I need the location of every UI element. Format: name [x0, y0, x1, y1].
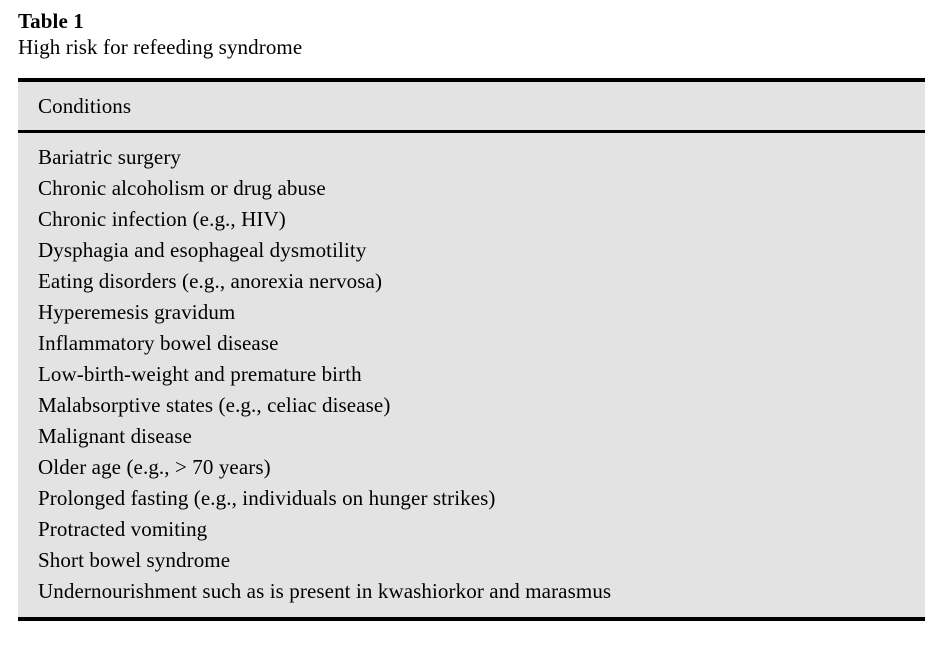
table-row: Malignant disease: [38, 424, 192, 448]
conditions-table: Conditions Bariatric surgery Chronic alc…: [18, 78, 925, 621]
table-row: Hyperemesis gravidum: [38, 300, 236, 324]
table-row: Low-birth-weight and premature birth: [38, 362, 362, 386]
table-row: Bariatric surgery: [38, 145, 182, 169]
table-caption-label: Table 1: [18, 9, 84, 33]
table-caption-title: High risk for refeeding syndrome: [18, 35, 303, 59]
column-header-conditions: Conditions: [38, 94, 132, 118]
table-row: Malabsorptive states (e.g., celiac disea…: [38, 393, 391, 417]
table-row: Chronic alcoholism or drug abuse: [38, 176, 326, 200]
table-header-row: Conditions: [18, 82, 925, 133]
table-row: Older age (e.g., > 70 years): [38, 455, 271, 479]
table-row: Undernourishment such as is present in k…: [38, 579, 612, 603]
table-row: Chronic infection (e.g., HIV): [38, 207, 286, 231]
table-row: Protracted vomiting: [38, 517, 208, 541]
table-row: Eating disorders (e.g., anorexia nervosa…: [38, 269, 383, 293]
table-caption: Table 1 High risk for refeeding syndrome: [0, 0, 952, 61]
table-row: Short bowel syndrome: [38, 548, 231, 572]
table-body: Bariatric surgery Chronic alcoholism or …: [18, 133, 925, 617]
table-row: Prolonged fasting (e.g., individuals on …: [38, 486, 496, 510]
table-row: Dysphagia and esophageal dysmotility: [38, 238, 367, 262]
table-row: Inflammatory bowel disease: [38, 331, 279, 355]
